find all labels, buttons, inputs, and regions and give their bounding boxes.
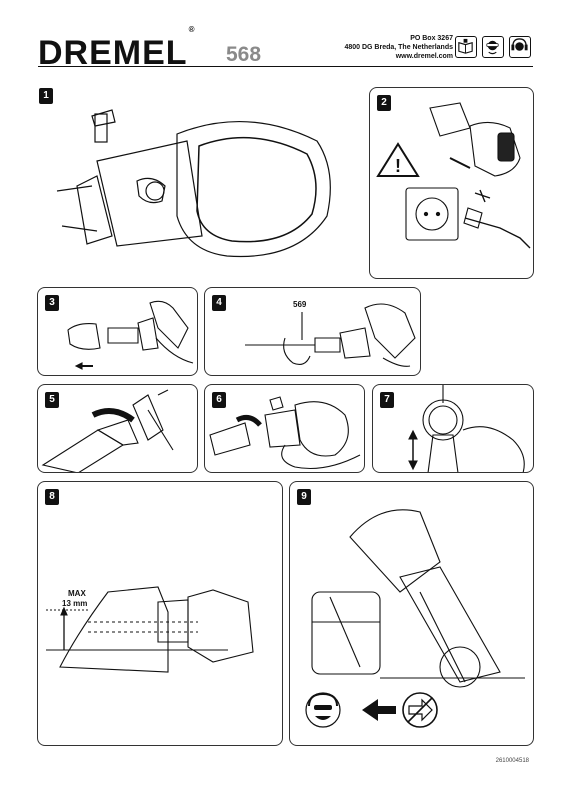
address-block: PO Box 3267 4800 DG Breda, The Netherlan… bbox=[344, 34, 453, 61]
arrow-left-icon bbox=[362, 699, 396, 721]
step-4-badge: 4 bbox=[212, 295, 226, 311]
svg-text:!: ! bbox=[395, 156, 401, 176]
brand-name: DREMEL bbox=[38, 34, 188, 72]
brand-logo: DREMEL® bbox=[38, 25, 195, 73]
step-7-badge: 7 bbox=[380, 392, 394, 408]
max-depth-label: 13 mm bbox=[62, 599, 88, 608]
battery-and-plug-drawing: ! bbox=[376, 102, 531, 249]
max-label: MAX bbox=[68, 589, 86, 598]
step-5-panel: 5 bbox=[37, 384, 198, 473]
step-7-panel: 7 bbox=[372, 384, 534, 473]
step-5-badge: 5 bbox=[45, 392, 59, 408]
accessory-number-label: 569 bbox=[293, 300, 307, 309]
document-code: 2610004518 bbox=[495, 758, 529, 764]
angled-cut-drawing bbox=[305, 509, 525, 728]
cutting-guide-drawing bbox=[56, 109, 331, 258]
read-manual-icon bbox=[455, 36, 477, 58]
tighten-nut-drawing bbox=[41, 389, 174, 472]
website: www.dremel.com bbox=[395, 53, 453, 60]
remove-nut-drawing bbox=[67, 300, 194, 370]
step-1-illustration: 1 bbox=[37, 86, 362, 276]
eye-protection-icon bbox=[482, 36, 504, 58]
step-3-badge: 3 bbox=[45, 295, 59, 311]
ear-protection-icon bbox=[509, 36, 531, 58]
address-line-1: PO Box 3267 bbox=[410, 35, 453, 42]
step-9-badge: 9 bbox=[297, 489, 311, 505]
max-depth-drawing bbox=[46, 586, 254, 673]
step-3-panel: 3 bbox=[37, 287, 198, 376]
step-8-panel: 8 MAX 13 mm bbox=[37, 481, 283, 746]
step-2-badge: 2 bbox=[377, 95, 391, 111]
registered-mark: ® bbox=[188, 24, 196, 34]
step-4-panel: 4 569 bbox=[204, 287, 421, 376]
step-9-panel: 9 bbox=[289, 481, 534, 746]
step-8-badge: 8 bbox=[45, 489, 59, 505]
step-6-badge: 6 bbox=[212, 392, 226, 408]
step-2-panel: 2 ! bbox=[369, 87, 534, 279]
attach-guide-drawing bbox=[209, 396, 361, 470]
header-rule bbox=[38, 66, 533, 68]
step-6-panel: 6 bbox=[204, 384, 365, 473]
no-push-icon bbox=[402, 692, 438, 728]
insert-cutter-drawing bbox=[245, 303, 416, 367]
model-number: 568 bbox=[226, 43, 262, 66]
face-protection-icon bbox=[305, 692, 341, 728]
address-line-2: 4800 DG Breda, The Netherlands bbox=[344, 44, 453, 51]
step-1-badge: 1 bbox=[39, 88, 53, 104]
adjust-depth-drawing bbox=[408, 385, 525, 472]
